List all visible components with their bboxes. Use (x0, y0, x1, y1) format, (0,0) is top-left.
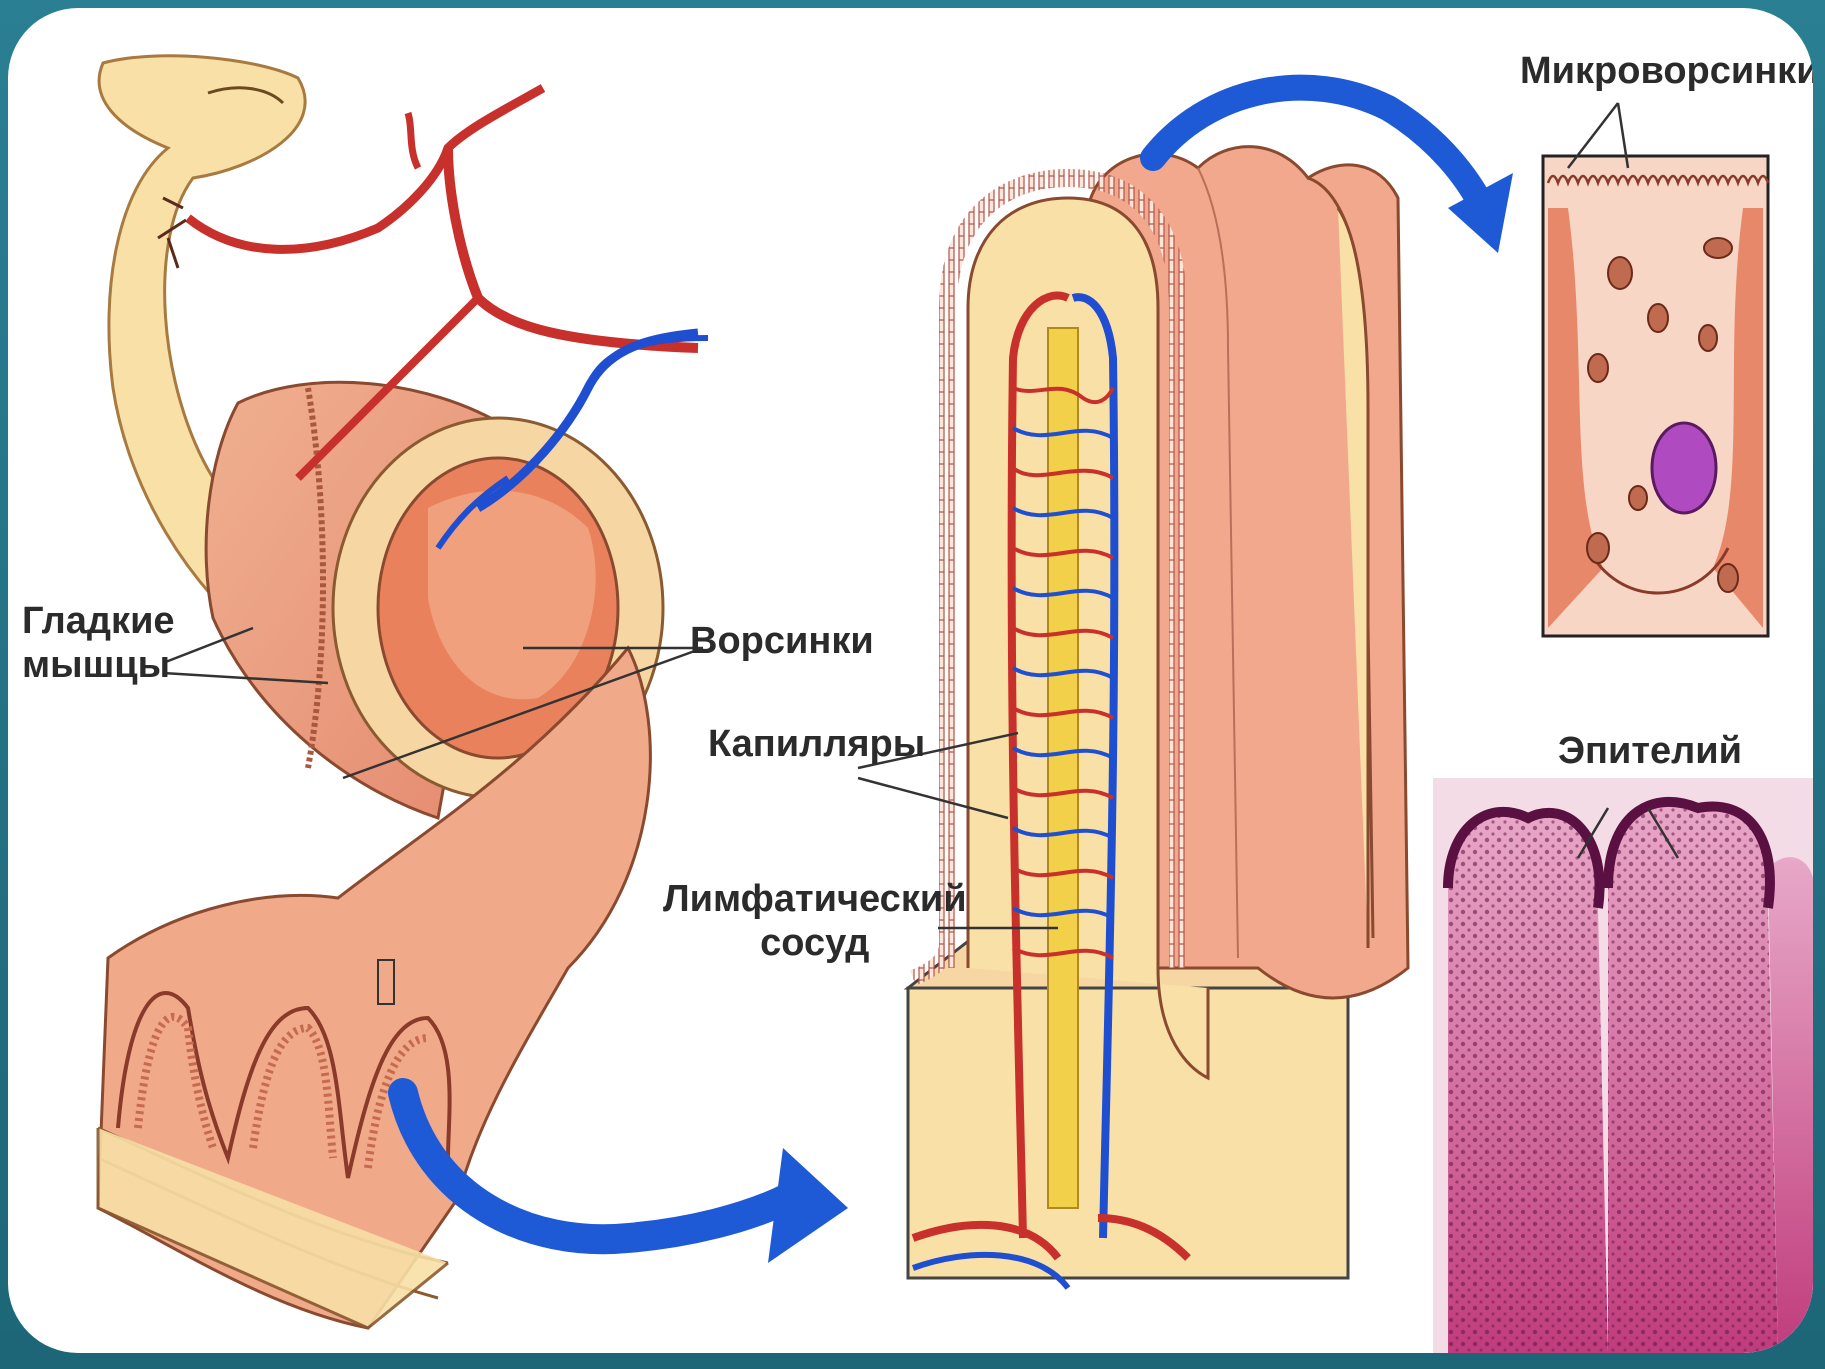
epithelium-histology (1433, 778, 1813, 1353)
label-lymphatic-line1: Лимфатический (663, 878, 967, 922)
label-lymphatic-vessel: Лимфатический сосуд (663, 878, 967, 965)
label-epithelium: Эпителий (1558, 730, 1742, 774)
villus-cross-section (908, 147, 1408, 1288)
label-smooth-muscle: Гладкие мышцы (22, 600, 175, 687)
label-capillaries: Капилляры (708, 723, 925, 767)
microvilli-cell (1543, 156, 1768, 636)
diagram-card: Гладкие мышцы Ворсинки Капилляры Лимфати… (8, 8, 1813, 1353)
label-smooth-muscle-line2: мышцы (22, 644, 175, 688)
label-microvilli: Микроворсинки (1520, 50, 1813, 94)
label-villi: Ворсинки (690, 620, 874, 664)
intestine-illustration (8, 8, 1813, 1353)
label-smooth-muscle-line1: Гладкие (22, 600, 175, 644)
label-lymphatic-line2: сосуд (663, 922, 967, 966)
